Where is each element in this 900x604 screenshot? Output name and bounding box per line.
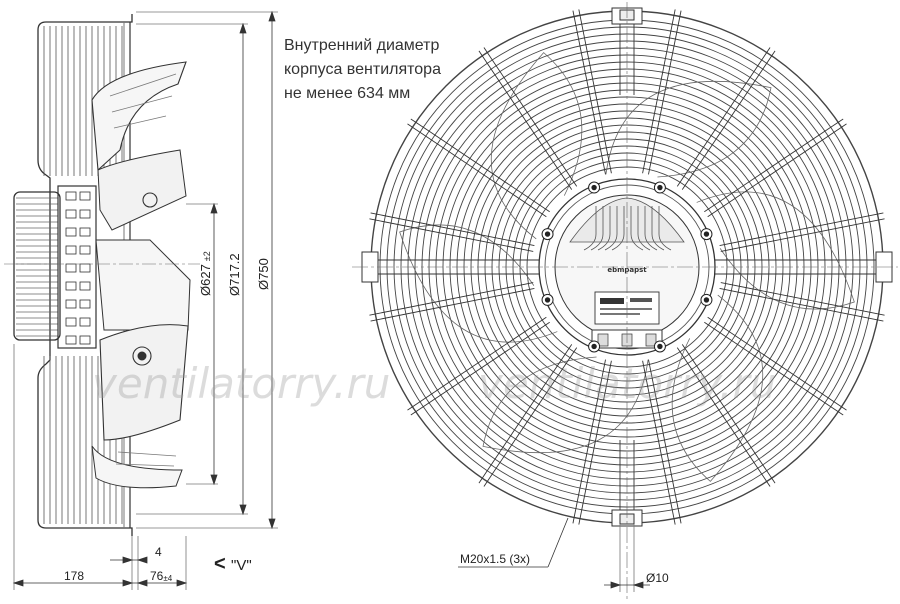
guard-spoke: [642, 360, 676, 525]
guard-spoke: [407, 316, 547, 411]
guard-spoke: [370, 212, 535, 246]
hub-bolt-center: [544, 231, 551, 237]
guard-spoke: [707, 123, 847, 218]
note-line-3: не менее 634 мм: [284, 85, 411, 102]
guard-spoke: [572, 359, 606, 524]
hub-bolts: [541, 181, 713, 353]
guard-spoke: [410, 321, 550, 416]
motor-bolt: [65, 299, 77, 309]
motor-bolt: [79, 335, 91, 345]
guard-spoke: [642, 9, 676, 174]
dim-total-depth: 178: [64, 569, 84, 583]
guard-spoke: [704, 118, 844, 213]
motor-bolt: [65, 191, 77, 201]
guard-spoke: [578, 9, 612, 174]
motor-cooling-fins: [16, 197, 58, 337]
dim-mount-diameter: Ø717.2: [227, 253, 242, 296]
hub-cable: [597, 206, 611, 251]
guard-spoke: [681, 344, 776, 484]
guard-spoke: [681, 50, 776, 190]
guard-spoke: [578, 360, 612, 525]
motor-bolts: [65, 191, 91, 345]
motor-bolt: [65, 227, 77, 237]
guard-spoke: [407, 123, 547, 218]
dim-hub-depth: 76±4: [150, 569, 173, 583]
hub-cable: [630, 206, 644, 251]
guard-spoke: [483, 47, 578, 187]
motor-bolt: [79, 209, 91, 219]
guard-spoke: [483, 347, 578, 487]
note-line-1: Внутренний диаметр: [284, 37, 440, 54]
guard-spoke: [370, 288, 535, 322]
hub-bolt-center: [703, 231, 710, 237]
note-line-2: корпуса вентилятора: [284, 61, 441, 78]
hub-bolt-center: [591, 343, 597, 350]
guard-spoke: [478, 50, 573, 190]
brand-label: ebmpapst: [607, 266, 647, 274]
hub-bolt-center: [591, 184, 597, 191]
guard-spoke: [648, 359, 682, 524]
guard-spoke: [704, 321, 844, 416]
watermark: ventilatorry.ru: [92, 359, 390, 408]
guard-spoke: [410, 118, 550, 213]
motor-bolt: [79, 227, 91, 237]
motor-bolt: [65, 281, 77, 291]
motor-bolt: [79, 245, 91, 255]
guard-spoke: [369, 282, 534, 316]
hub-cable: [611, 206, 625, 251]
guard-spoke: [676, 47, 771, 187]
view-arrow: <: [214, 553, 226, 575]
guard-spoke: [707, 316, 847, 411]
fan-front-view: ebmpapst: [352, 2, 898, 600]
motor-bolt: [79, 281, 91, 291]
guard-spoke: [648, 10, 682, 175]
guard-spoke: [676, 347, 771, 487]
dim-offset: 4: [155, 545, 162, 559]
view-label: "V": [231, 557, 252, 574]
dim-blade-diameter: Ø627±2: [198, 251, 213, 296]
hub-bolt-center: [657, 343, 663, 350]
impeller-blade: [671, 294, 764, 482]
motor-bolt: [79, 299, 91, 309]
hub-cable: [658, 206, 672, 251]
housing-diameter-note: Внутренний диаметр корпуса вентилятора н…: [284, 34, 484, 106]
motor-bolt: [65, 209, 77, 219]
hub-bolt-center: [544, 297, 551, 303]
hub-cable: [604, 206, 618, 251]
motor-bolt: [65, 335, 77, 345]
hub-cable: [583, 206, 597, 251]
motor-bolt: [79, 263, 91, 273]
hub-cable: [637, 206, 651, 251]
impeller-blade: [490, 52, 583, 240]
hub-cable: [651, 206, 665, 251]
thread-callout: M20x1.5 (3x): [460, 552, 530, 566]
dim-outer-diameter: Ø750: [256, 258, 271, 290]
guard-spoke: [719, 212, 884, 246]
guard-spoke: [720, 218, 885, 252]
guard-spoke: [719, 288, 884, 322]
impeller-blade: [605, 80, 772, 178]
hub-bolt-center: [657, 184, 663, 191]
motor-bolt: [65, 263, 77, 273]
motor-bolt: [79, 317, 91, 327]
motor-bolt: [65, 317, 77, 327]
guard-spokes: [369, 9, 885, 525]
fan-side-view: [4, 14, 200, 536]
guard-spoke: [478, 344, 573, 484]
hub-cable: [590, 206, 604, 251]
guard-spoke: [572, 10, 606, 175]
guard-spoke: [369, 218, 534, 252]
watermark-2: ventilatorry.ru: [478, 359, 776, 408]
guard-spoke: [720, 282, 885, 316]
hub-bolt-center: [703, 297, 710, 303]
motor-bolt: [65, 245, 77, 255]
hub-cable: [644, 206, 658, 251]
motor-bolt: [79, 191, 91, 201]
hole-diameter: Ø10: [646, 571, 669, 585]
